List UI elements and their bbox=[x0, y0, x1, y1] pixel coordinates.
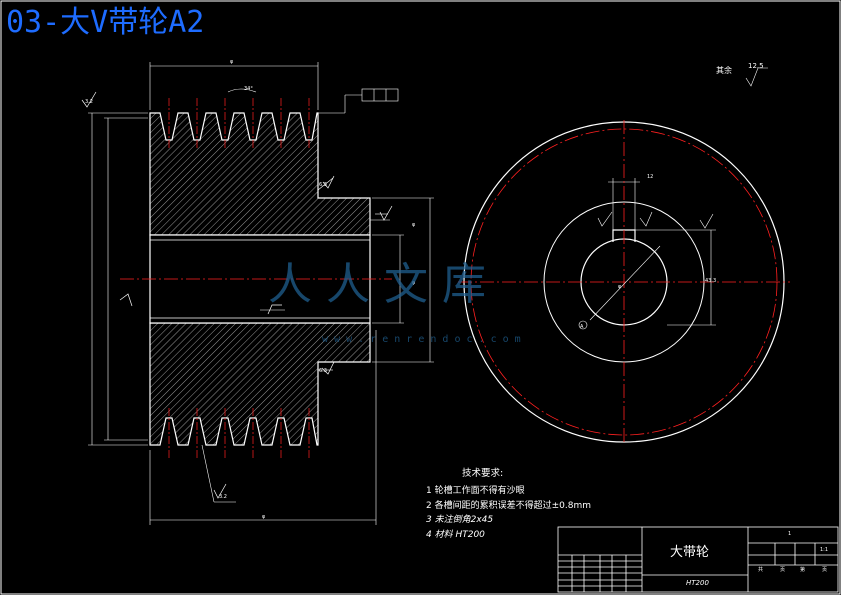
svg-text:12: 12 bbox=[647, 174, 653, 180]
part-name: 大带轮 bbox=[670, 545, 710, 560]
svg-text:43.3: 43.3 bbox=[705, 278, 716, 284]
scale-value: 1:1 bbox=[820, 547, 829, 553]
section-view: φ 34° φ 3.2 6.3 6.3 φ φ 3.2 bbox=[81, 59, 434, 525]
svg-text:34°: 34° bbox=[244, 86, 253, 92]
tech-req-item-2: 2 各槽间距的累积误差不得超过±0.8mm bbox=[426, 501, 591, 511]
watermark-url: w w w . r e n r e n d o c . c o m bbox=[322, 334, 521, 345]
svg-text:φ: φ bbox=[618, 284, 622, 290]
svg-text:6.3: 6.3 bbox=[319, 368, 327, 374]
part-material: HT200 bbox=[686, 579, 709, 587]
tech-req-item-4: 4 材料 HT200 bbox=[426, 530, 485, 540]
tech-req-item-1: 1 轮槽工作面不得有沙眼 bbox=[426, 486, 525, 496]
groove-centerlines bbox=[168, 98, 310, 460]
roughness-symbols bbox=[81, 91, 393, 499]
sheet-label-4: 页 bbox=[822, 567, 828, 573]
dimensions bbox=[88, 62, 434, 525]
dimension-values: φ 34° φ 3.2 6.3 6.3 φ φ 3.2 bbox=[85, 59, 416, 520]
svg-text:3.2: 3.2 bbox=[85, 99, 93, 105]
roughness-value: 12.5 bbox=[748, 62, 764, 70]
title-block-grid bbox=[557, 526, 839, 593]
count-value: 1 bbox=[788, 531, 792, 537]
svg-text:φ: φ bbox=[412, 222, 416, 228]
sheet-label-2: 页 bbox=[780, 567, 786, 573]
drawing-title: 03-大V带轮A2 bbox=[6, 5, 205, 40]
tech-req-item-3: 3 未注倒角2x45 bbox=[426, 515, 494, 525]
sheet-label-1: 共 bbox=[758, 567, 764, 573]
svg-text:3.2: 3.2 bbox=[219, 494, 227, 500]
tech-req-heading: 技术要求: bbox=[462, 468, 504, 479]
sheet-label-3: 第 bbox=[800, 567, 806, 573]
roughness-label: 其余 bbox=[716, 66, 732, 75]
svg-text:φ: φ bbox=[230, 59, 234, 65]
rim-section-bottom bbox=[149, 322, 371, 446]
watermark-text: 人人文库 bbox=[268, 259, 500, 310]
svg-text:φ: φ bbox=[262, 514, 266, 520]
svg-text:A: A bbox=[580, 324, 584, 330]
svg-text:φ: φ bbox=[412, 280, 416, 286]
end-view: 12 43.3 φ A bbox=[458, 67, 790, 445]
svg-text:6.3: 6.3 bbox=[319, 182, 327, 188]
rim-section-top bbox=[149, 112, 371, 236]
